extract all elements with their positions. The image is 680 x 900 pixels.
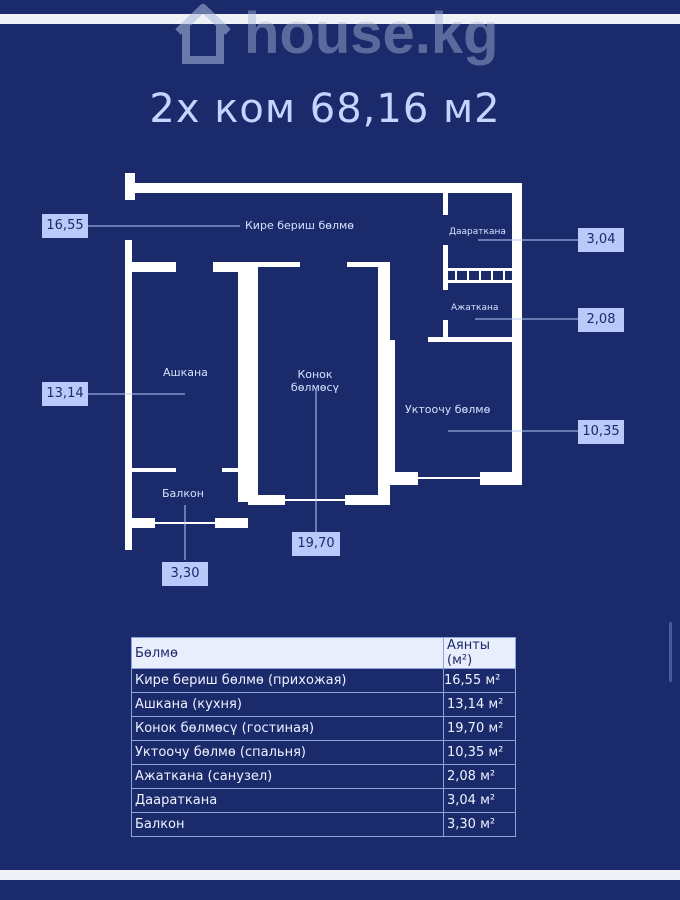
table-row: Уктоочу бөлмө (спальня)10,35 м² [131,740,516,765]
cell-room: Уктоочу бөлмө (спальня) [131,740,444,765]
cell-room: Ашкана (кухня) [131,692,444,717]
cell-area: 2,08 м² [443,764,516,789]
leader-lines [88,225,578,560]
house-icon [175,3,231,64]
cell-area: 16,55 м² [443,668,516,693]
cell-area: 3,04 м² [443,788,516,813]
cell-area: 10,35 м² [443,740,516,765]
room-label-toilet: Ажаткана [451,303,499,313]
area-tag-bedroom: 10,35 [578,420,624,444]
room-label-bedroom: Уктоочу бөлмө [405,403,491,416]
table-header: Бөлмө Аянты (м²) [131,637,516,669]
room-label-hallway: Кире бериш бөлмө [245,219,355,232]
watermark-logo: house.kg [172,0,499,67]
area-table: Бөлмө Аянты (м²) Кире бериш бөлмө (прихо… [131,637,516,837]
cell-room: Кире бериш бөлмө (прихожая) [131,668,444,693]
table-row: Ажаткана (санузел)2,08 м² [131,764,516,789]
watermark-text: house.kg [244,1,499,66]
room-label-living: Конок бөлмөсү [290,368,340,394]
scrollbar[interactable] [669,622,672,682]
room-label-bathroom: Дааратканa [449,227,506,237]
area-tag-living: 19,70 [292,532,340,556]
cell-room: Балкон [131,812,444,837]
table-row: Конок бөлмөсү (гостиная)19,70 м² [131,716,516,741]
cell-room: Конок бөлмөсү (гостиная) [131,716,444,741]
table-row: Ашкана (кухня)13,14 м² [131,692,516,717]
bottom-divider [0,870,680,880]
page-title: 2х ком 68,16 м2 [149,86,501,132]
room-label-balcony: Балкон [162,487,204,500]
cell-room: Ажаткана (санузел) [131,764,444,789]
area-tag-toilet: 2,08 [578,308,624,332]
cell-room: Даараткана [131,788,444,813]
cell-area: 19,70 м² [443,716,516,741]
header-area: Аянты (м²) [443,637,516,669]
header-room: Бөлмө [131,637,444,669]
area-tag-hallway: 16,55 [42,214,88,238]
area-tag-kitchen: 13,14 [42,382,88,406]
cell-area: 3,30 м² [443,812,516,837]
walls [125,173,522,550]
area-tag-bathroom: 3,04 [578,228,624,252]
cell-area: 13,14 м² [443,692,516,717]
table-row: Кире бериш бөлмө (прихожая)16,55 м² [131,668,516,693]
top-divider [0,14,680,24]
room-label-kitchen: Ашкана [163,366,208,379]
area-tag-balcony: 3,30 [162,562,208,586]
